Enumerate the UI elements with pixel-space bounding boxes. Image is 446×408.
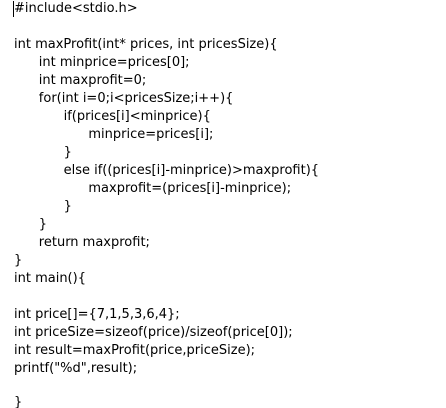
code-line-1[interactable]: #include<stdio.h>: [14, 1, 138, 16]
code-line-3[interactable]: int maxProfit(int* prices, int pricesSiz…: [14, 37, 278, 52]
code-line-11[interactable]: maxprofit=(prices[i]-minprice);: [14, 181, 292, 196]
code-line-15[interactable]: }: [14, 253, 23, 268]
code-line-9[interactable]: }: [14, 145, 72, 160]
code-line-8[interactable]: minprice=prices[i];: [14, 127, 214, 142]
code-line-12[interactable]: }: [14, 199, 72, 214]
code-line-16[interactable]: int main(){: [14, 271, 86, 286]
code-line-19[interactable]: int priceSize=sizeof(price)/sizeof(price…: [14, 325, 293, 340]
code-line-6[interactable]: for(int i=0;i<pricesSize;i++){: [14, 91, 234, 106]
text-cursor: [13, 1, 14, 17]
code-line-7[interactable]: if(prices[i]<minprice){: [14, 109, 211, 124]
code-line-13[interactable]: }: [14, 217, 48, 232]
code-line-14[interactable]: return maxprofit;: [14, 235, 150, 250]
code-line-10[interactable]: else if((prices[i]-minprice)>maxprofit){: [14, 163, 320, 178]
code-line-21[interactable]: printf("%d",result);: [14, 361, 138, 376]
code-line-18[interactable]: int price[]={7,1,5,3,6,4};: [14, 307, 180, 322]
code-line-23[interactable]: }: [14, 395, 23, 408]
code-line-4[interactable]: int minprice=prices[0];: [14, 55, 190, 70]
code-line-5[interactable]: int maxprofit=0;: [14, 73, 147, 88]
code-line-20[interactable]: int result=maxProfit(price,priceSize);: [14, 343, 256, 358]
